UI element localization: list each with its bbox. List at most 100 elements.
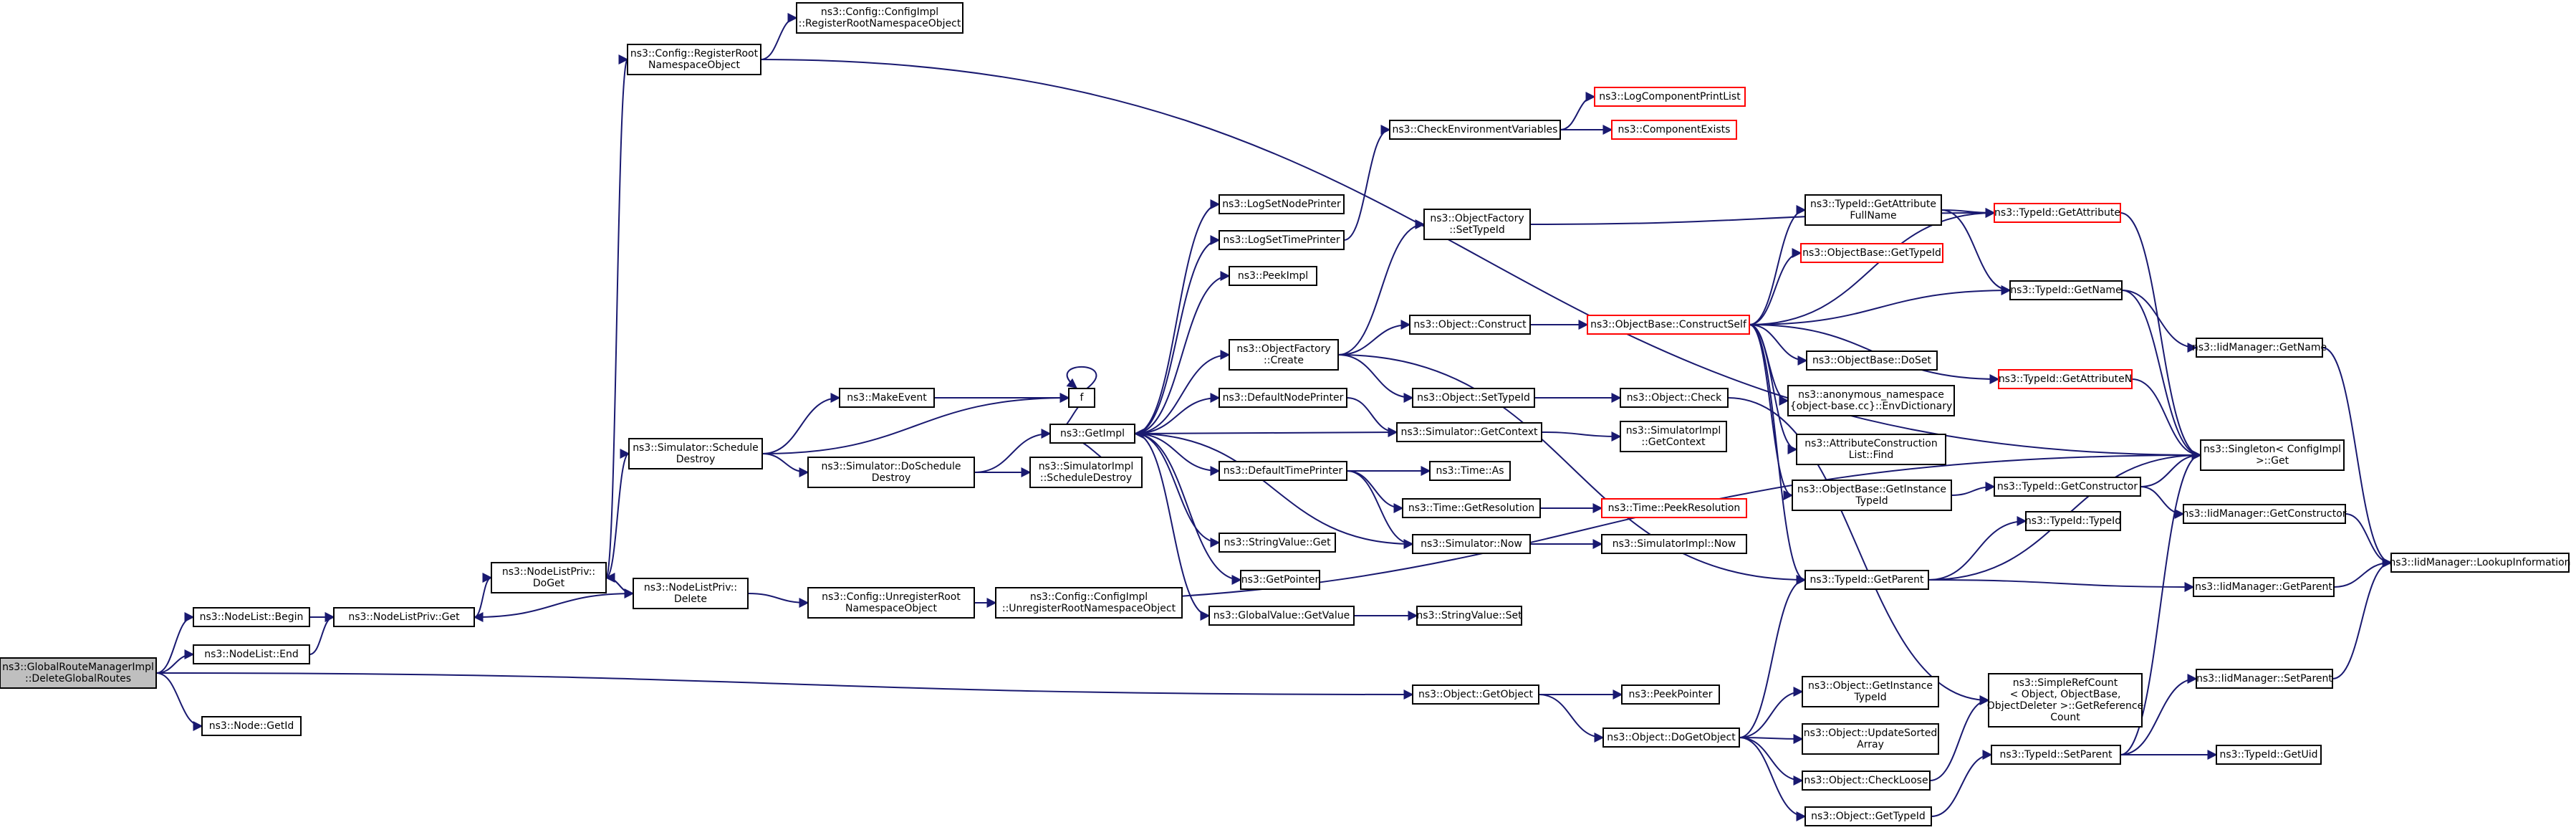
node-checkenv[interactable]: ns3::CheckEnvironmentVariables xyxy=(1389,120,1561,140)
node-regroot[interactable]: ns3::Config::RegisterRootNamespaceObject xyxy=(627,44,761,75)
node-simschedd[interactable]: ns3::SimulatorImpl::ScheduleDestroy xyxy=(1029,457,1143,488)
node-timegetres[interactable]: ns3::Time::GetResolution xyxy=(1402,498,1541,518)
node-unreg[interactable]: ns3::Config::UnregisterRootNamespaceObje… xyxy=(807,587,975,619)
node-box xyxy=(796,2,963,34)
node-getobject[interactable]: ns3::Object::GetObject xyxy=(1412,684,1539,705)
node-lookup[interactable]: ns3::IidManager::LookupInformation xyxy=(2389,553,2571,573)
node-compexists[interactable]: ns3::ComponentExists xyxy=(1611,120,1737,140)
edge-simgetctx-to-simimplctx xyxy=(1541,431,1622,442)
edge-ofcreate-to-objsettype xyxy=(1337,354,1414,403)
node-root[interactable]: ns3::GlobalRouteManagerImpl::DeleteGloba… xyxy=(0,657,157,689)
node-ofsettype[interactable]: ns3::ObjectFactory::SetTypeId xyxy=(1423,209,1531,240)
node-dogetobject[interactable]: ns3::Object::DoGetObject xyxy=(1602,728,1740,748)
node-getuid[interactable]: ns3::TypeId::GetUid xyxy=(2216,745,2322,765)
node-getattribute[interactable]: ns3::TypeId::GetAttribute xyxy=(1994,203,2121,223)
node-timeas[interactable]: ns3::Time::As xyxy=(1429,461,1511,481)
node-deftime[interactable]: ns3::DefaultTimePrinter xyxy=(1219,461,1347,481)
node-getpointer[interactable]: ns3::GetPointer xyxy=(1240,570,1320,590)
node-box xyxy=(1429,461,1511,481)
edge-nlpget-to-doget xyxy=(474,573,493,618)
node-defnode[interactable]: ns3::DefaultNodePrinter xyxy=(1219,388,1347,408)
node-typeidctor[interactable]: ns3::TypeId::TypeId xyxy=(2025,511,2121,531)
node-nlpget[interactable]: ns3::NodeListPriv::Get xyxy=(333,607,475,627)
node-constructself[interactable]: ns3::ObjectBase::ConstructSelf xyxy=(1587,315,1750,335)
node-svset[interactable]: ns3::StringValue::Set xyxy=(1416,606,1522,626)
node-box xyxy=(1229,266,1317,286)
node-simnow[interactable]: ns3::Simulator::Now xyxy=(1412,534,1531,554)
node-label: ns3::Object::UpdateSorted xyxy=(1804,728,1937,739)
node-iidgetparent[interactable]: ns3::IidManager::GetParent xyxy=(2193,577,2335,597)
node-label: ns3::Object::GetInstance xyxy=(1808,680,1933,692)
node-box xyxy=(1389,120,1561,140)
node-objgettype[interactable]: ns3::Object::GetTypeId xyxy=(1804,806,1932,826)
node-cfgunreg[interactable]: ns3::Config::ConfigImpl::UnregisterRootN… xyxy=(995,587,1183,619)
node-makeevent[interactable]: ns3::MakeEvent xyxy=(839,388,935,408)
node-box xyxy=(1594,87,1746,107)
node-getid[interactable]: ns3::Node::GetId xyxy=(201,716,302,736)
node-ofcreate[interactable]: ns3::ObjectFactory::Create xyxy=(1229,339,1339,371)
edge-getimpl-to-lognode xyxy=(1134,199,1221,434)
node-begin[interactable]: ns3::NodeList::Begin xyxy=(193,607,310,627)
node-label: TypeId xyxy=(1853,692,1886,703)
node-logtime[interactable]: ns3::LogSetTimePrinter xyxy=(1219,230,1345,250)
node-box xyxy=(1409,315,1531,335)
node-refcount[interactable]: ns3::SimpleRefCount< Object, ObjectBase,… xyxy=(1987,673,2143,728)
node-label: NamespaceObject xyxy=(648,59,740,71)
edges-layer xyxy=(155,13,2393,821)
edge-dogetobject-to-objgetinst xyxy=(1739,687,1804,738)
node-peekimpl[interactable]: ns3::PeekImpl xyxy=(1229,266,1317,286)
node-f[interactable]: f xyxy=(1068,388,1095,408)
node-getparent[interactable]: ns3::TypeId::GetParent xyxy=(1804,570,1929,590)
node-box xyxy=(193,607,310,627)
node-getattrn[interactable]: ns3::TypeId::GetAttributeN xyxy=(1998,369,2133,389)
node-end[interactable]: ns3::NodeList::End xyxy=(193,644,310,664)
node-cfgreg[interactable]: ns3::Config::ConfigImpl::RegisterRootNam… xyxy=(796,2,963,34)
node-box xyxy=(2216,745,2322,765)
node-peekres[interactable]: ns3::Time::PeekResolution xyxy=(1601,498,1747,518)
node-checkloose[interactable]: ns3::Object::CheckLoose xyxy=(1802,771,1931,791)
node-box xyxy=(1611,120,1737,140)
node-objconstruct[interactable]: ns3::Object::Construct xyxy=(1409,315,1531,335)
node-logcomp[interactable]: ns3::LogComponentPrintList xyxy=(1594,87,1746,107)
node-dosetobj[interactable]: ns3::ObjectBase::DoSet xyxy=(1806,350,1938,371)
node-envdict[interactable]: ns3::anonymous_namespace{object-base.cc}… xyxy=(1787,385,1955,416)
node-label: ns3::ObjectBase::ConstructSelf xyxy=(1590,319,1747,330)
node-simgetctx[interactable]: ns3::Simulator::GetContext xyxy=(1396,422,1542,442)
edge-getinsttype-to-getctor xyxy=(1951,482,1996,496)
node-schedule[interactable]: ns3::Simulator::ScheduleDestroy xyxy=(628,438,763,469)
edge-getattrfull-to-getattribute xyxy=(1941,207,1996,218)
edge-ofcreate-to-getparent xyxy=(1337,354,1807,585)
node-getimpl[interactable]: ns3::GetImpl xyxy=(1049,424,1135,444)
node-iidgetctor[interactable]: ns3::IidManager::GetConstructor xyxy=(2182,504,2347,524)
node-delete[interactable]: ns3::NodeListPriv::Delete xyxy=(633,578,749,609)
node-box xyxy=(807,457,975,488)
node-doget[interactable]: ns3::NodeListPriv::DoGet xyxy=(491,562,607,593)
node-box xyxy=(1620,421,1727,452)
node-box xyxy=(333,607,475,627)
node-gettypename[interactable]: ns3::TypeId::GetName xyxy=(2009,280,2123,300)
node-objsettype[interactable]: ns3::Object::SetTypeId xyxy=(1412,388,1535,408)
node-simimplnow[interactable]: ns3::SimulatorImpl::Now xyxy=(1601,534,1747,554)
node-setparent[interactable]: ns3::TypeId::SetParent xyxy=(1991,745,2121,765)
node-getctor[interactable]: ns3::TypeId::GetConstructor xyxy=(1994,477,2141,497)
node-simimplctx[interactable]: ns3::SimulatorImpl::GetContext xyxy=(1620,421,1727,452)
node-svget[interactable]: ns3::StringValue::Get xyxy=(1219,533,1336,553)
edge-constructself-to-getattrfull xyxy=(1749,205,1807,325)
node-obgettype[interactable]: ns3::ObjectBase::GetTypeId xyxy=(1800,243,1943,263)
edge-constructself-to-getinsttype xyxy=(1749,324,1794,500)
node-peekpointer[interactable]: ns3::PeekPointer xyxy=(1621,684,1720,705)
node-gvgetvalue[interactable]: ns3::GlobalValue::GetValue xyxy=(1208,606,1355,626)
node-iidsetparent[interactable]: ns3::IidManager::SetParent xyxy=(2196,669,2333,689)
node-lognode[interactable]: ns3::LogSetNodePrinter xyxy=(1219,194,1345,214)
node-iidgetname[interactable]: ns3::IidManager::GetName xyxy=(2192,338,2327,358)
node-objcheck[interactable]: ns3::Object::Check xyxy=(1620,388,1729,408)
node-label: ns3::Object::SetTypeId xyxy=(1417,392,1530,404)
node-singleton[interactable]: ns3::Singleton< ConfigImpl >::Get xyxy=(2200,439,2345,471)
edge-root-to-getid xyxy=(155,672,203,731)
